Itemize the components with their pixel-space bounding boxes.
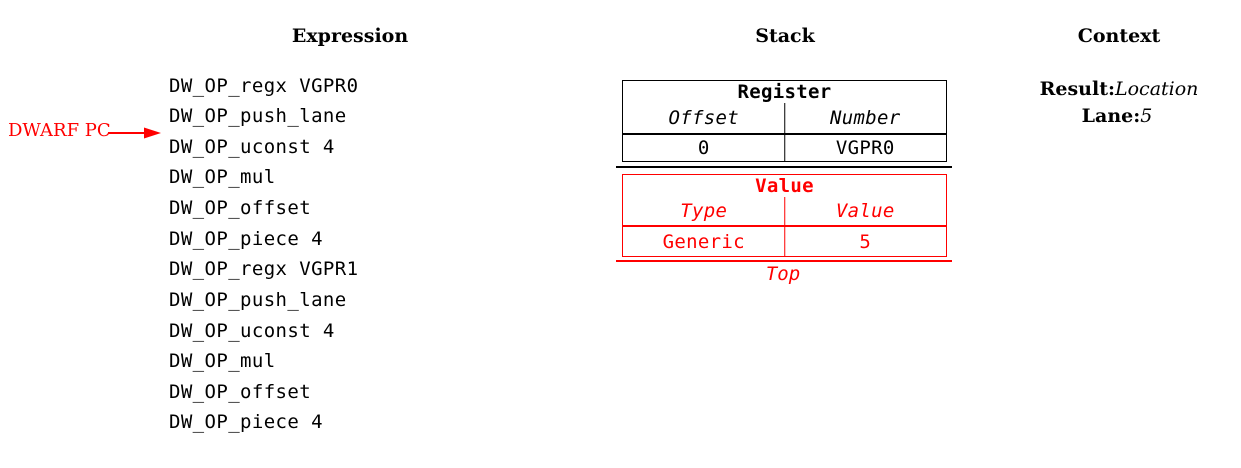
expression-item: DW_OP_piece 4 [169,227,323,250]
expression-item: DW_OP_regx VGPR1 [169,258,359,281]
expression-item: DW_OP_offset [169,197,312,219]
context-result-label: Result: [1039,78,1115,100]
expression-item: DW_OP_mul [169,350,276,373]
expression-item: DW_OP_uconst 4 [169,135,335,158]
register-column-divider [783,103,786,161]
expression-list: DW_OP_regx VGPR0 DW_OP_push_lane DW_OP_u… [169,71,358,439]
value-entry-title: Value [755,175,814,197]
context-result-value: Location [1114,78,1199,100]
context-result-row: Result:Location [1040,79,1199,99]
value-value-value: 5 [859,230,872,253]
expression-item: DW_OP_uconst 4 [169,319,335,342]
register-entry-body: Offset Number 0 VGPR0 [623,103,946,161]
expression-item: DW_OP_piece 4 [169,411,323,434]
stack-top-label: Top [765,263,801,285]
register-number-header: Number [784,103,946,135]
expression-item: DW_OP_push_lane [169,288,347,311]
value-column-divider [783,197,786,256]
stack-entry-value: Value Type Value Generic 5 [622,174,947,257]
stack-entry-register: Register Offset Number 0 VGPR0 [622,80,947,162]
context-lane-row: Lane:5 [1082,106,1153,126]
column-heading-stack: Stack [755,25,815,47]
dwarf-pc-arrow-icon [108,127,161,139]
register-offset-header: Offset [623,103,785,135]
expression-item: DW_OP_push_lane [169,105,347,128]
value-type-value: Generic [662,230,745,253]
column-heading-context: Context [1077,25,1161,47]
value-value-header: Value [784,197,946,227]
register-number-value: VGPR0 [835,137,895,159]
context-lane-value: 5 [1140,104,1153,127]
value-type-header: Type [623,197,785,227]
stack-slot-separator [616,166,952,168]
column-heading-expression: Expression [291,25,409,47]
value-entry-body: Type Value Generic 5 [623,197,946,256]
register-entry-title: Register [737,81,832,103]
stack-top-line [616,260,952,262]
expression-item: DW_OP_mul [169,166,276,189]
context-lane-label: Lane: [1081,104,1141,127]
dwarf-pc-label: DWARF PC [8,120,111,141]
expression-item: DW_OP_offset [169,380,312,403]
expression-item: DW_OP_regx VGPR0 [169,74,359,97]
register-offset-value: 0 [697,137,710,159]
